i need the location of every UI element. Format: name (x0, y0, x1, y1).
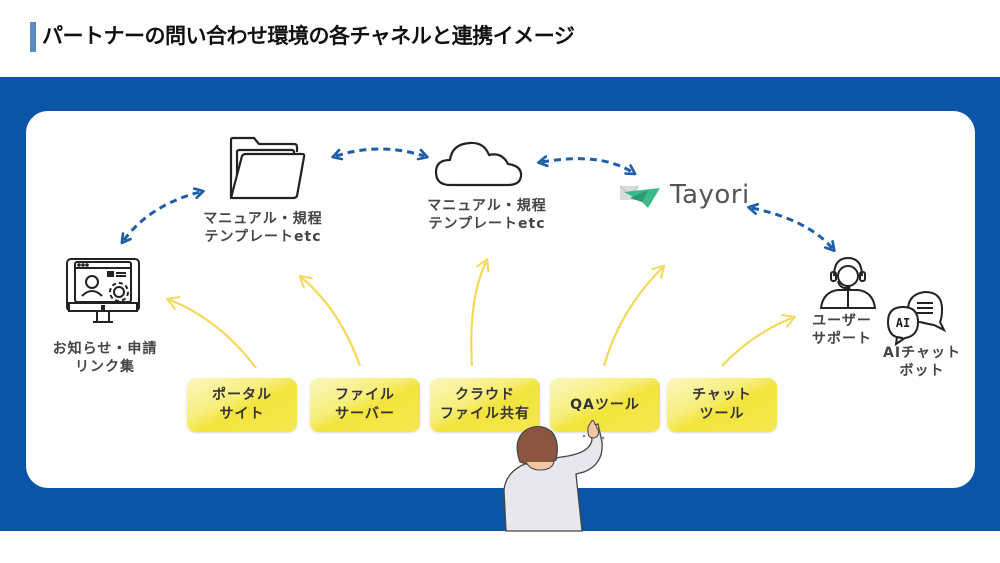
portal-links-label: お知らせ・申請 リンク集 (52, 341, 158, 375)
link-arrow-tayori-support (752, 208, 832, 248)
page-title: パートナーの問い合わせ環境の各チャネルと連携イメージ (42, 24, 575, 48)
ai-chat-bubble-icon: AI (886, 290, 947, 347)
link-arrow-folder-cloud (336, 147, 424, 156)
channel-arrow-qa (602, 264, 666, 367)
title-accent-bar (30, 22, 36, 52)
channel-file-server[interactable]: ファイル サーバー (310, 378, 420, 432)
channel-portal-site[interactable]: ポータル サイト (187, 378, 297, 432)
svg-text:AI: AI (896, 316, 910, 330)
channel-arrow-file-server (298, 275, 362, 367)
user-support-label: ユーザー サポート (812, 313, 872, 347)
cloud-storage-label: マニュアル・規程 テンプレートetc (427, 198, 547, 232)
channel-qa-tool[interactable]: QAツール (550, 378, 660, 432)
tayori-logo-icon (619, 185, 660, 208)
channel-cloud-file-share[interactable]: クラウド ファイル共有 (430, 378, 540, 432)
tayori-logo: Tayori (618, 180, 750, 210)
monitor-dashboard-icon (66, 258, 140, 323)
headset-operator-icon (819, 256, 877, 309)
file-server-label: マニュアル・規程 テンプレートetc (203, 211, 323, 245)
channel-chat-tool[interactable]: チャット ツール (667, 378, 777, 432)
tayori-brand-text: Tayori (670, 180, 750, 210)
cloud-icon (434, 141, 523, 187)
ai-chatbot-label: AIチャット ボット (883, 345, 961, 379)
channel-arrow-chat (721, 314, 796, 367)
channel-arrow-portal (166, 296, 257, 369)
link-arrow-cloud-tayori (542, 159, 632, 172)
folder-icon (229, 136, 306, 200)
channel-arrow-cloud (470, 258, 490, 367)
